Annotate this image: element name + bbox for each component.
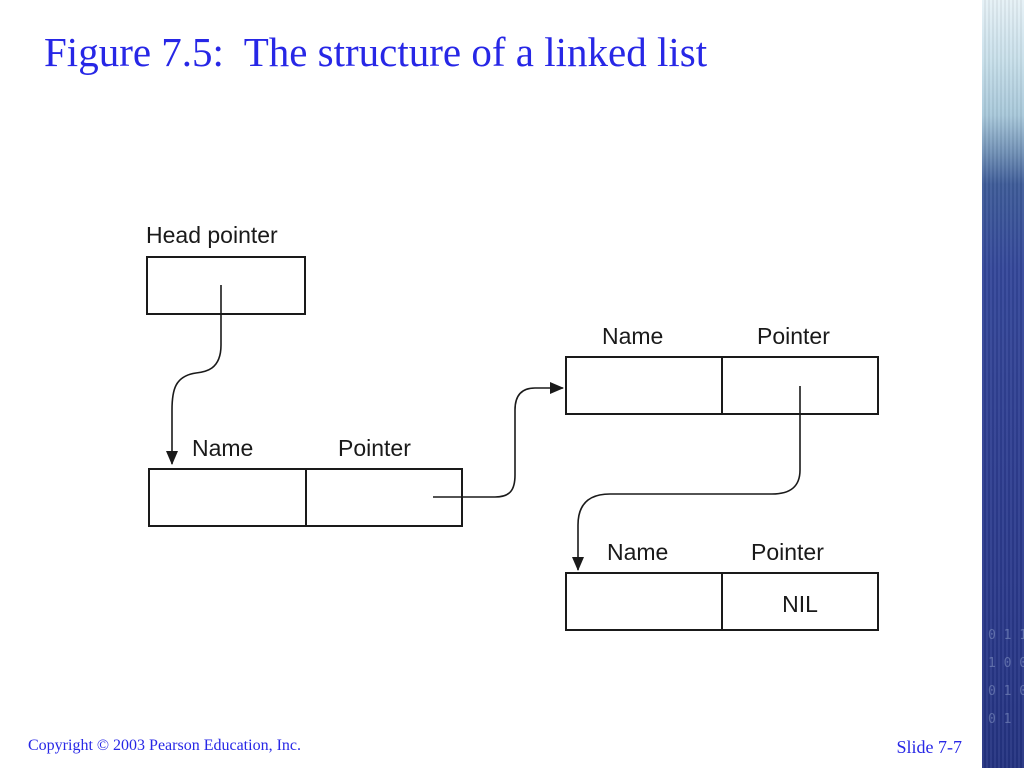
strip-digits-line: 0 1 0 — [988, 684, 1024, 699]
strip-digits-line: 0 1 1 — [988, 628, 1024, 643]
node-3-name-label: Name — [607, 539, 668, 565]
head-pointer-box — [146, 256, 306, 315]
footer-slide-number: Slide 7-7 — [896, 737, 963, 757]
node-2-pointer-label: Pointer — [757, 323, 830, 349]
node-3-name-field — [565, 572, 723, 631]
node-2-to-node-3-arrow — [572, 386, 801, 571]
node-3-pointer-field — [721, 572, 879, 631]
node-1-name-label: Name — [192, 435, 253, 461]
strip-texture — [982, 0, 1024, 768]
node-2-name-label: Name — [602, 323, 663, 349]
strip-digits-line: 1 0 0 — [988, 656, 1024, 671]
head-to-node-1-arrow — [166, 285, 222, 465]
node-1-pointer-label: Pointer — [338, 435, 411, 461]
slide-title: Figure 7.5: The structure of a linked li… — [44, 29, 708, 75]
footer-copyright: Copyright © 2003 Pearson Education, Inc. — [28, 737, 301, 754]
linked-list-diagram: Head pointer Name Pointer Name Pointer N… — [146, 222, 879, 631]
strip-digits-line: 0 1 — [988, 712, 1012, 727]
node-2-name-field — [565, 356, 723, 415]
decorative-side-strip: 0 1 1 1 0 0 0 1 0 0 1 — [982, 0, 1024, 768]
node-3-pointer-value: NIL — [782, 591, 818, 617]
head-pointer-label: Head pointer — [146, 222, 278, 248]
node-1-to-node-2-arrow — [433, 382, 564, 498]
node-1-name-field — [148, 468, 307, 527]
node-3-pointer-label: Pointer — [751, 539, 824, 565]
